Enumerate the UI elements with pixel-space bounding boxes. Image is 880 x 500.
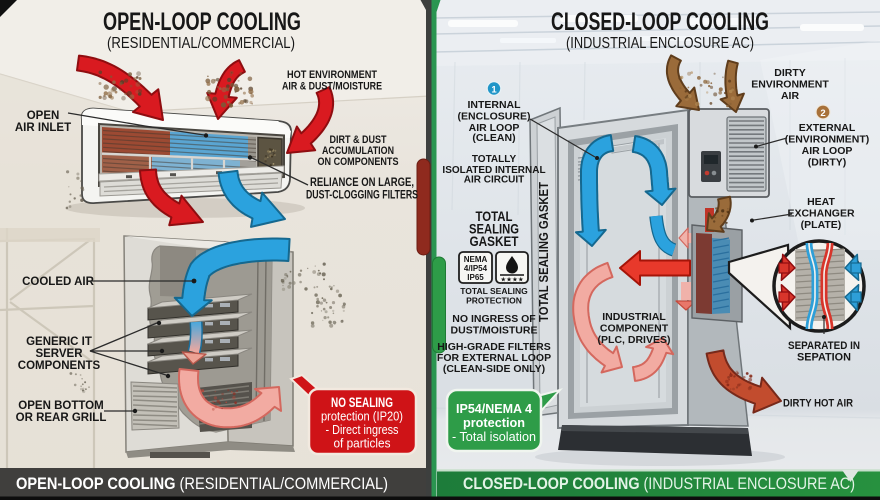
- svg-text:protection: protection: [463, 415, 525, 430]
- svg-text:GENERIC IT: GENERIC IT: [26, 336, 92, 348]
- svg-text:AIR INLET: AIR INLET: [15, 122, 71, 134]
- svg-text:(ENVIRONMENT): (ENVIRONMENT): [785, 134, 870, 146]
- svg-text:TOTAL SEALING GASKET: TOTAL SEALING GASKET: [537, 182, 551, 322]
- svg-text:DIRTY: DIRTY: [774, 67, 806, 79]
- svg-text:AIR & DUST/MOISTURE: AIR & DUST/MOISTURE: [282, 81, 382, 93]
- svg-text:(PLATE): (PLATE): [801, 219, 842, 231]
- svg-text:(CLEAN): (CLEAN): [472, 132, 515, 144]
- svg-text:OPEN BOTTOM: OPEN BOTTOM: [18, 400, 103, 412]
- svg-text:OPEN-LOOP COOLING: OPEN-LOOP COOLING: [103, 8, 301, 36]
- svg-text:ON COMPONENTS: ON COMPONENTS: [318, 156, 399, 168]
- svg-text:FOR EXTERNAL LOOP: FOR EXTERNAL LOOP: [437, 352, 551, 364]
- svg-text:DUST-CLOGGING FILTERS: DUST-CLOGGING FILTERS: [306, 190, 418, 202]
- svg-text:of particles: of particles: [334, 436, 391, 451]
- svg-text:NO INGRESS OF: NO INGRESS OF: [452, 313, 536, 325]
- svg-text:COMPONENT: COMPONENT: [600, 323, 669, 335]
- svg-text:HOT ENVIRONMENT: HOT ENVIRONMENT: [287, 69, 377, 81]
- svg-text:IP54/NEMA 4: IP54/NEMA 4: [456, 401, 533, 416]
- svg-text:SERVER: SERVER: [35, 348, 83, 360]
- svg-text:SEALING: SEALING: [469, 222, 519, 237]
- svg-text:ISOLATED INTERNAL: ISOLATED INTERNAL: [442, 165, 545, 176]
- svg-text:- Total isolation: - Total isolation: [452, 429, 536, 444]
- svg-text:(RESIDENTIAL/COMMERCIAL): (RESIDENTIAL/COMMERCIAL): [107, 35, 295, 52]
- svg-text:ACCUMULATION: ACCUMULATION: [322, 145, 394, 157]
- svg-text:(CLEAN-SIDE ONLY): (CLEAN-SIDE ONLY): [443, 363, 545, 375]
- svg-text:2: 2: [820, 108, 825, 119]
- svg-text:HEAT: HEAT: [807, 196, 835, 208]
- svg-text:OR REAR GRILL: OR REAR GRILL: [16, 412, 107, 424]
- svg-text:NO SEALING: NO SEALING: [331, 395, 393, 410]
- svg-text:(ENCLOSURE): (ENCLOSURE): [458, 111, 531, 123]
- svg-text:SEPARATED IN: SEPARATED IN: [788, 340, 860, 352]
- svg-text:DUST/MOISTURE: DUST/MOISTURE: [451, 325, 538, 337]
- svg-text:ENVIRONMENT: ENVIRONMENT: [751, 79, 829, 91]
- svg-text:- Direct ingress: - Direct ingress: [326, 422, 399, 437]
- svg-text:4/IP54: 4/IP54: [464, 264, 488, 273]
- svg-text:GASKET: GASKET: [470, 234, 520, 249]
- svg-text:HIGH-GRADE FILTERS: HIGH-GRADE FILTERS: [437, 341, 551, 353]
- svg-text:DIRT & DUST: DIRT & DUST: [330, 134, 387, 146]
- svg-text:COOLED AIR: COOLED AIR: [22, 276, 94, 288]
- svg-text:DIRTY HOT AIR: DIRTY HOT AIR: [783, 398, 853, 410]
- svg-text:INDUSTRIAL: INDUSTRIAL: [602, 311, 666, 323]
- svg-text:protection (IP20): protection (IP20): [321, 409, 403, 424]
- svg-text:SEPATION: SEPATION: [797, 352, 851, 364]
- svg-text:OPEN: OPEN: [27, 110, 60, 122]
- svg-text:TOTALLY: TOTALLY: [472, 154, 517, 165]
- svg-text:OPEN-LOOP COOLING (RESIDENTIAL: OPEN-LOOP COOLING (RESIDENTIAL/COMMERCIA…: [16, 475, 388, 493]
- svg-text:(INDUSTRIAL ENCLOSURE AC): (INDUSTRIAL ENCLOSURE AC): [566, 35, 754, 52]
- svg-text:(DIRTY): (DIRTY): [808, 157, 847, 169]
- svg-text:IP65: IP65: [467, 273, 484, 282]
- svg-text:1: 1: [491, 85, 497, 96]
- svg-text:EXTERNAL: EXTERNAL: [799, 122, 856, 134]
- svg-text:RELIANCE ON LARGE,: RELIANCE ON LARGE,: [310, 177, 414, 189]
- svg-text:AIR: AIR: [781, 90, 800, 102]
- svg-text:INTERNAL: INTERNAL: [467, 99, 521, 111]
- svg-text:AIR LOOP: AIR LOOP: [802, 145, 853, 157]
- svg-text:EXCHANGER: EXCHANGER: [787, 208, 855, 220]
- svg-text:(PLC, DRIVES): (PLC, DRIVES): [598, 334, 671, 346]
- svg-text:TOTAL SEALING: TOTAL SEALING: [460, 286, 528, 296]
- svg-text:NEMA: NEMA: [464, 255, 488, 264]
- svg-text:CLOSED-LOOP COOLING (INDUSTRIA: CLOSED-LOOP COOLING (INDUSTRIAL ENCLOSUR…: [463, 475, 855, 493]
- svg-text:AIR CIRCUIT: AIR CIRCUIT: [464, 175, 525, 186]
- svg-text:TOTAL: TOTAL: [476, 209, 513, 224]
- svg-text:AIR LOOP: AIR LOOP: [469, 122, 520, 134]
- svg-text:COMPONENTS: COMPONENTS: [18, 360, 101, 372]
- svg-text:★★★★: ★★★★: [500, 276, 523, 284]
- svg-text:PROTECTION: PROTECTION: [466, 296, 522, 306]
- svg-text:CLOSED-LOOP COOLING: CLOSED-LOOP COOLING: [551, 8, 769, 36]
